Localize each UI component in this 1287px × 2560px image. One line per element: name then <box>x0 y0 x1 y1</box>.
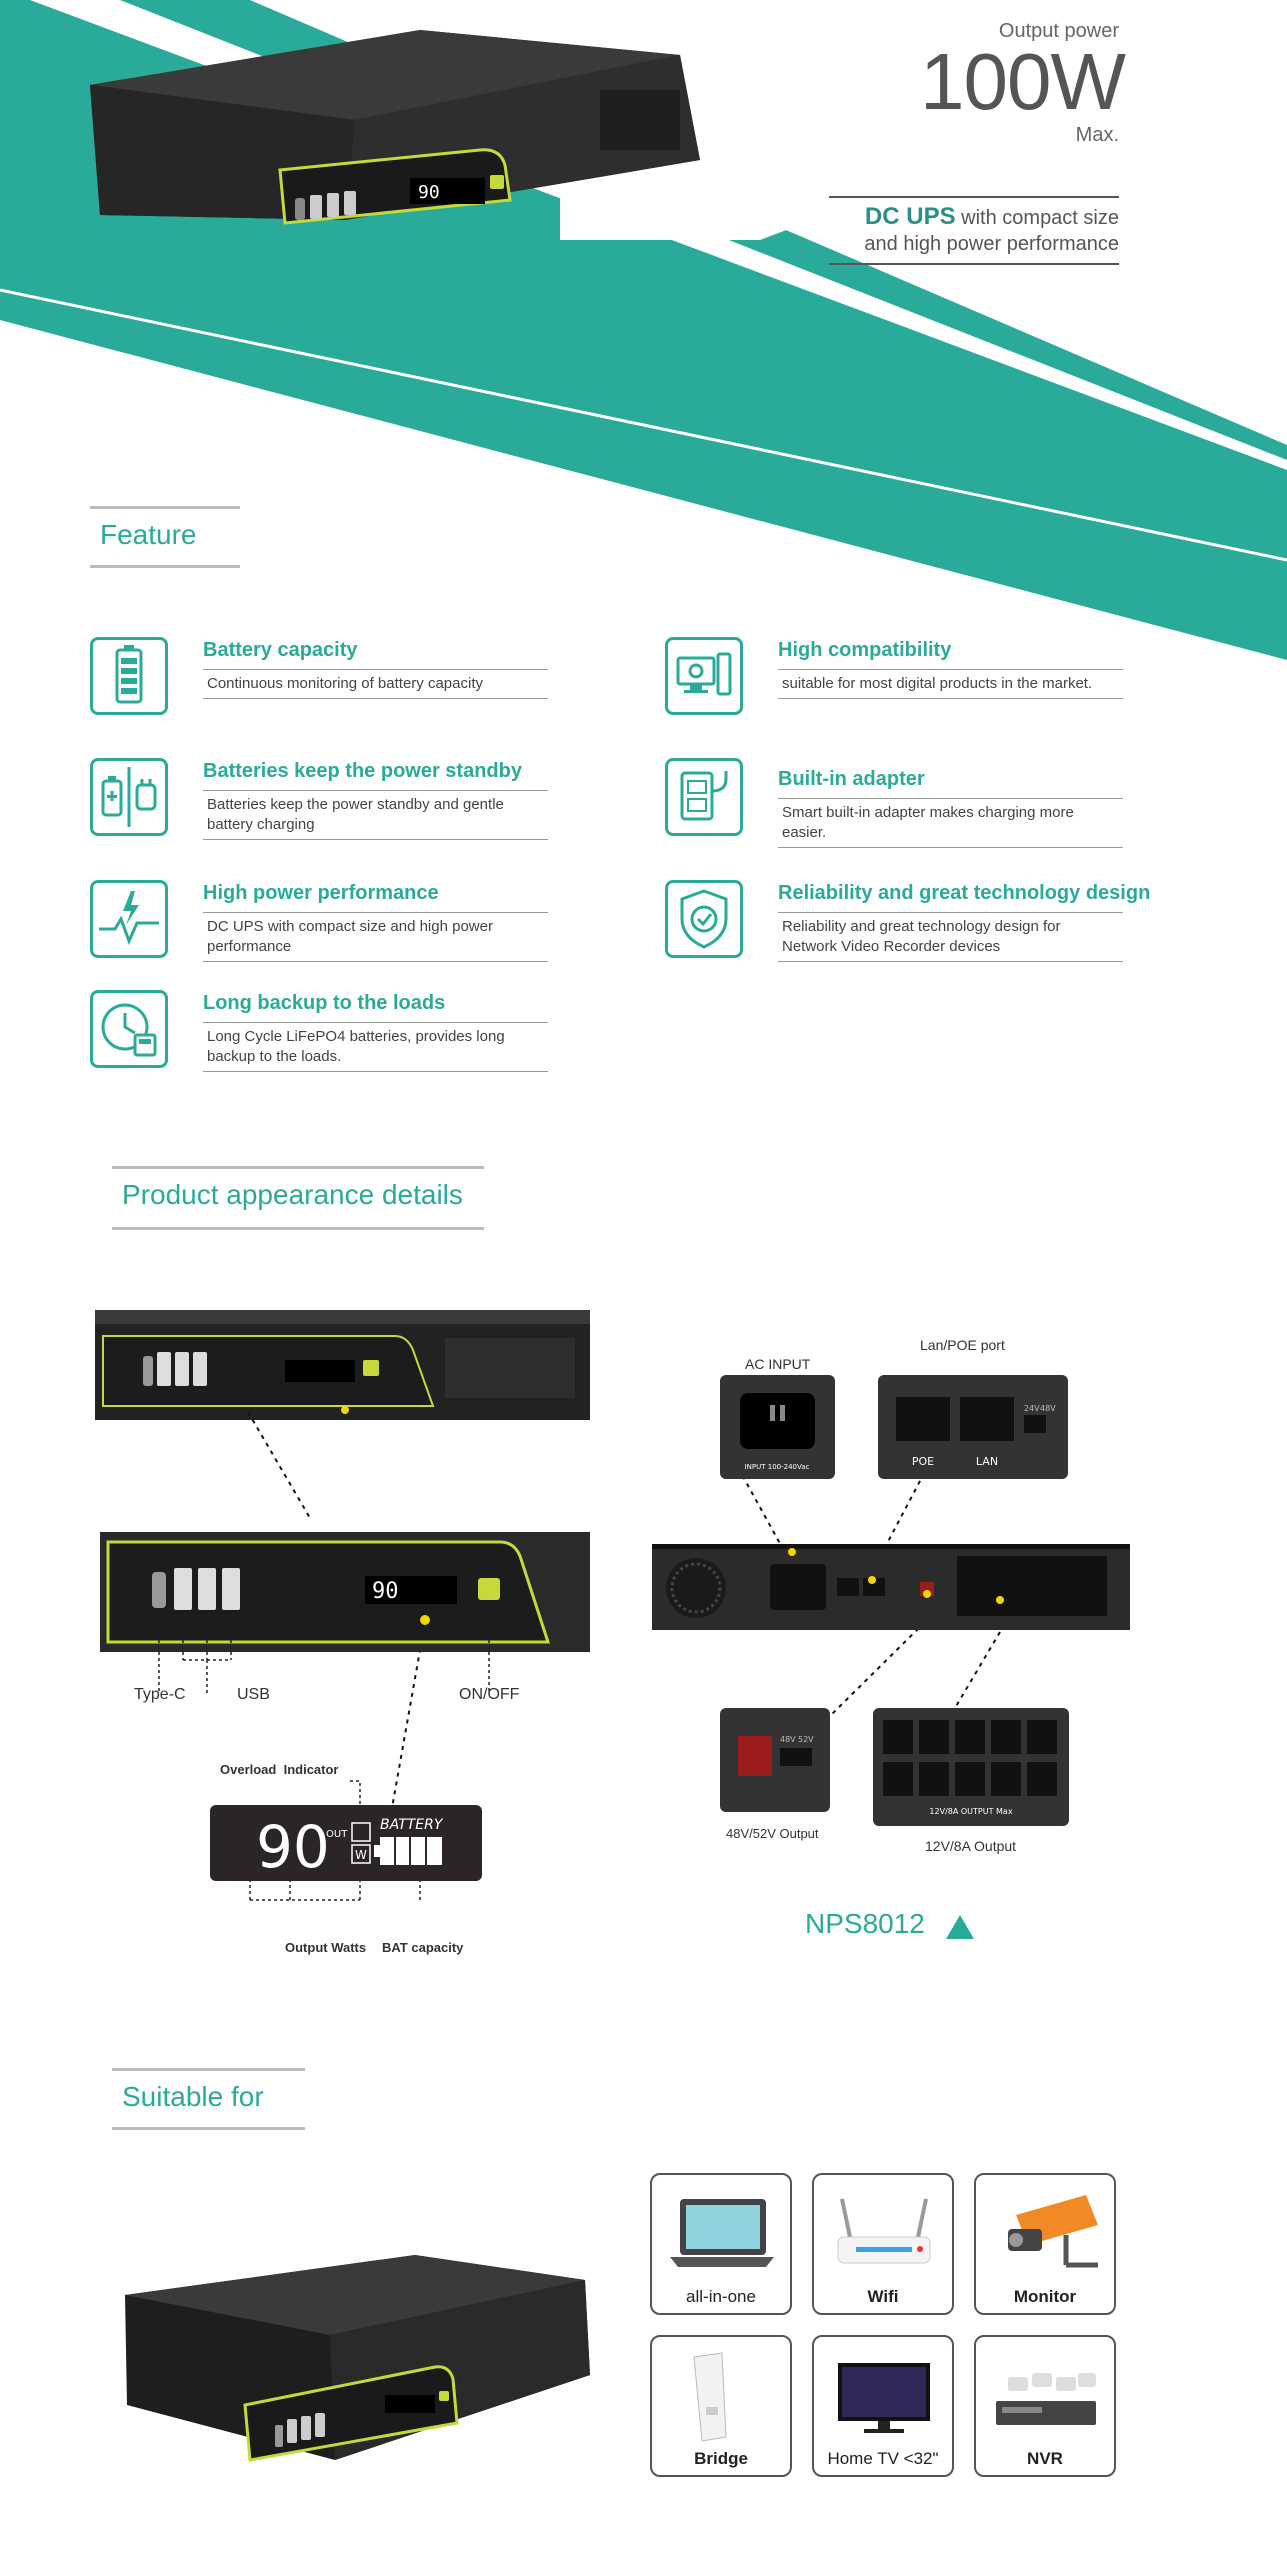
nvr-icon <box>996 2373 1096 2425</box>
display-out-word: OUT <box>326 1829 348 1840</box>
suitable-heading: Suitable for <box>112 2068 305 2130</box>
feature-title: Built-in adapter <box>778 768 925 790</box>
ac-input-detail: INPUT 100-240Vac <box>720 1375 835 1479</box>
on-off-label: ON/OFF <box>459 1686 520 1703</box>
feature-title: High compatibility <box>778 639 952 661</box>
adapter-icon <box>665 758 743 836</box>
lightning-pulse-icon <box>90 880 168 958</box>
display-big-value: 90 <box>256 1813 330 1881</box>
tile-home-tv: Home TV <32" <box>812 2335 954 2477</box>
switch-48b-label: 48V <box>780 1735 796 1744</box>
feature-long-backup: Long backup to the loads Long Cycle LiFe… <box>90 990 550 1080</box>
dc-12v-output-detail: 12V/8A OUTPUT Max <box>873 1708 1069 1826</box>
tile-label: Bridge <box>694 2449 748 2468</box>
battery-standby-icon <box>90 758 168 836</box>
tv-icon <box>838 2363 930 2433</box>
feature-desc: Long Cycle LiFePO4 batteries, provides l… <box>203 1022 548 1072</box>
shield-check-icon <box>665 880 743 958</box>
front-bracket-lines <box>158 1640 490 1694</box>
model-name: NPS8012 <box>805 1908 925 1939</box>
display-battery-word: BATTERY <box>380 1817 444 1833</box>
output-power-max: Max. <box>1075 124 1119 146</box>
lan-poe-label: Lan/POE port <box>920 1337 1005 1353</box>
tagline-line-2: and high power performance <box>864 233 1119 255</box>
overload-label: Overload Indicator <box>220 1762 339 1777</box>
tile-wifi: Wifi <box>812 2173 954 2315</box>
feature-desc: suitable for most digital products in th… <box>778 669 1123 699</box>
switch-48-label: 48V <box>1040 1404 1056 1413</box>
hero-ups-device: 90 <box>90 30 700 225</box>
tile-label: Home TV <32" <box>827 2449 939 2468</box>
feature-high-compatibility: High compatibility suitable for most dig… <box>665 637 1125 727</box>
clock-battery-icon <box>90 990 168 1068</box>
feature-desc: Continuous monitoring of battery capacit… <box>203 669 548 699</box>
feature-desc: Smart built-in adapter makes charging mo… <box>778 798 1123 848</box>
out-12v-label: 12V/8A Output <box>925 1838 1017 1854</box>
bridge-icon <box>693 2352 727 2442</box>
feature-reliability: Reliability and great technology design … <box>665 880 1150 970</box>
tagline-bold: DC UPS <box>864 203 956 230</box>
outputs-caption: 12V/8A OUTPUT Max <box>929 1807 1012 1816</box>
tile-all-in-one: all-in-one <box>650 2173 792 2315</box>
bat-capacity-label: BAT capacity <box>382 1940 464 1955</box>
front-display-value: 90 <box>372 1579 399 1604</box>
front-panel-detail: 90 <box>100 1532 590 1652</box>
ac-input-rating: INPUT 100-240Vac <box>745 1463 810 1471</box>
battery-icon <box>90 637 168 715</box>
feature-built-in-adapter: Built-in adapter Smart built-in adapter … <box>665 758 1125 848</box>
tile-label: Monitor <box>1013 2287 1077 2306</box>
computer-gear-icon <box>665 637 743 715</box>
rear-panel <box>652 1544 1130 1630</box>
triangle-up-icon <box>946 1915 974 1939</box>
feature-desc: Reliability and great technology design … <box>778 912 1123 962</box>
feature-title: High power performance <box>203 882 439 904</box>
front-panel-overview <box>95 1310 590 1420</box>
appearance-heading: Product appearance details <box>112 1166 484 1230</box>
router-icon <box>837 2198 931 2264</box>
dc-48-52-output-detail: 48V 52V <box>720 1708 830 1812</box>
lan-poe-detail: POE LAN 24V 48V <box>878 1375 1068 1479</box>
feature-high-power: High power performance DC UPS with compa… <box>90 880 550 970</box>
out-48-52-label: 48V/52V Output <box>726 1826 819 1841</box>
tile-monitor: Monitor <box>974 2173 1116 2315</box>
hero-display-reading: 90 <box>418 182 440 203</box>
output-power-caption: Output power <box>998 20 1119 42</box>
lan-label: LAN <box>976 1455 998 1468</box>
feature-power-standby: Batteries keep the power standby Batteri… <box>90 758 550 848</box>
hero-tagline: DC UPS with compact size and high power … <box>829 196 1119 265</box>
display-callout: 90 OUT W BATTERY <box>210 1780 482 1901</box>
tagline-line-1: with compact size <box>961 207 1119 229</box>
feature-title: Battery capacity <box>203 639 358 661</box>
feature-heading: Feature <box>90 506 240 568</box>
tile-nvr: NVR <box>974 2335 1116 2477</box>
output-watts-label: Output Watts <box>285 1940 367 1955</box>
feature-desc: Batteries keep the power standby and gen… <box>203 790 548 840</box>
all-in-one-icon <box>670 2199 774 2267</box>
camera-icon <box>1008 2195 1098 2268</box>
tile-label: NVR <box>1027 2449 1063 2468</box>
feature-title: Long backup to the loads <box>203 992 446 1014</box>
ac-input-label: AC INPUT <box>745 1356 811 1372</box>
feature-desc: DC UPS with compact size and high power … <box>203 912 548 962</box>
tile-label: Wifi <box>867 2287 899 2306</box>
feature-battery-capacity: Battery capacity Continuous monitoring o… <box>90 637 550 727</box>
display-w-unit: W <box>355 1848 367 1862</box>
type-c-label: Type-C <box>134 1686 186 1703</box>
suitable-ups-device <box>125 2255 590 2462</box>
tile-label: all-in-one <box>686 2287 756 2306</box>
output-power-value: 100W <box>920 37 1126 126</box>
usb-label: USB <box>237 1686 270 1703</box>
tile-bridge: Bridge <box>650 2335 792 2477</box>
feature-title: Batteries keep the power standby <box>203 760 522 782</box>
feature-title: Reliability and great technology design <box>778 882 1151 904</box>
switch-24-label: 24V <box>1024 1404 1040 1413</box>
switch-52-label: 52V <box>798 1735 814 1744</box>
poe-label: POE <box>912 1455 934 1468</box>
